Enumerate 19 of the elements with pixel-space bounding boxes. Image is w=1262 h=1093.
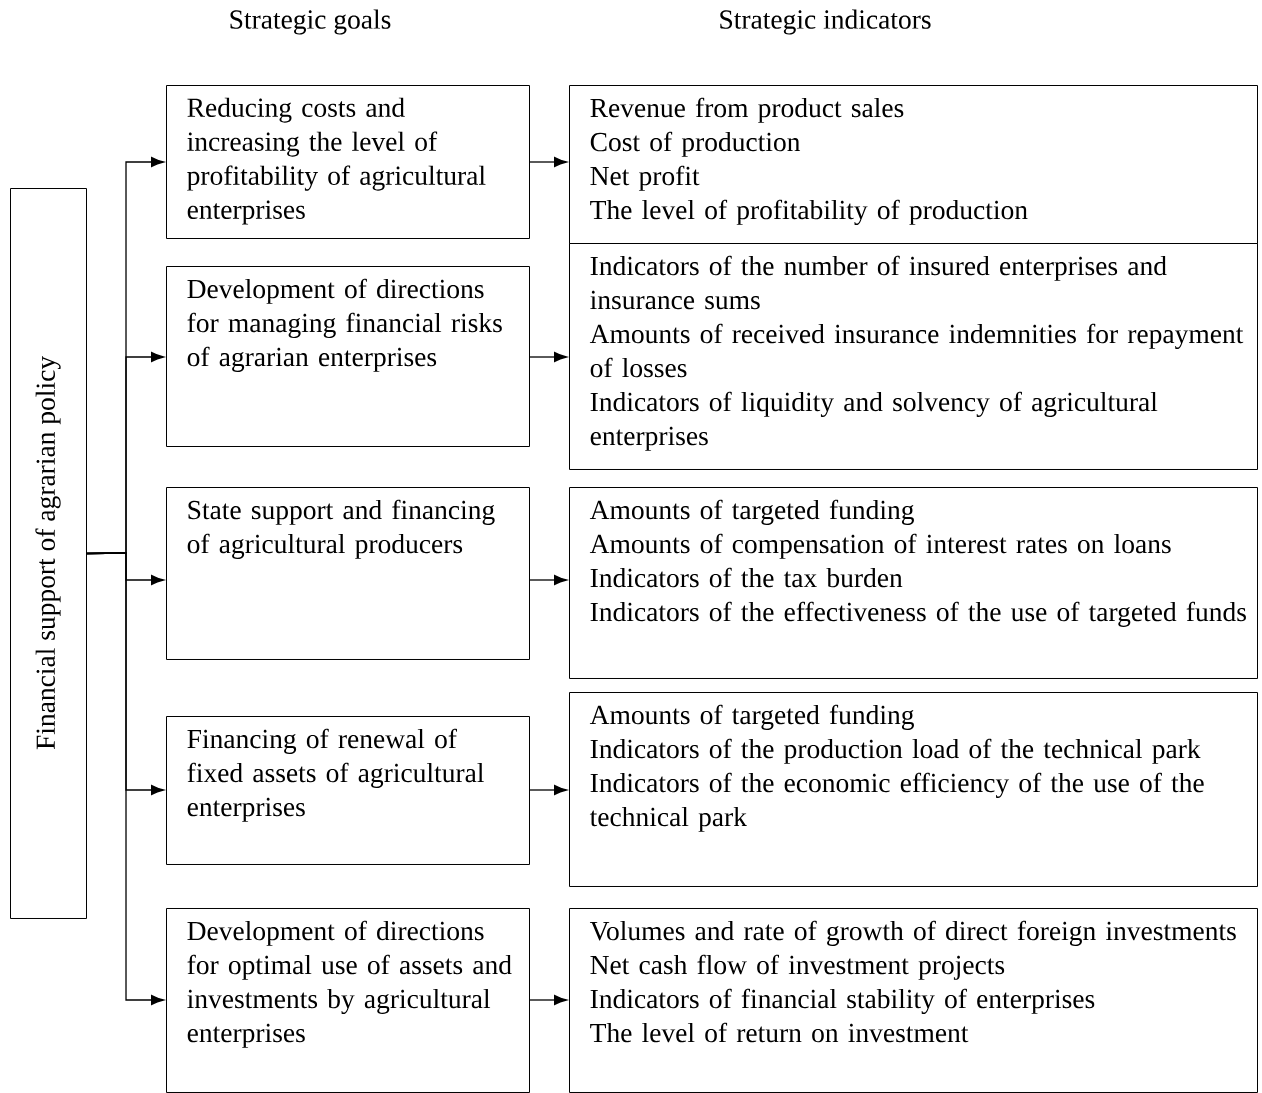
column-heading: Strategic indicators (720, 9, 931, 35)
column-heading: Strategic goals (230, 9, 391, 35)
goal-box: Development of directions for optimal use of assets and investments by agricultural enterprises (166, 908, 530, 1093)
indicator-box: Amounts of targeted funding Indicators of the production load of the technical park Indicators of the economic efficiency of the use of the technical park (569, 692, 1258, 887)
arrow (529, 574, 567, 586)
indicator-box: Revenue from product sales Cost of production Net profit The level of profitability of production (569, 85, 1258, 244)
indicator-box: Amounts of targeted funding Amounts of compensation of interest rates on loans Indicators of the tax burden Indicators of the effectiveness of the use of targeted funds (569, 487, 1258, 679)
arrow (529, 156, 567, 168)
arrow (529, 784, 567, 796)
goal-box: Reducing costs and increasing the level of profitability of agricultural enterprises (166, 85, 530, 239)
goal-box: State support and financing of agricultural producers (166, 487, 530, 660)
goal-box: Development of directions for managing financial risks of agrarian enterprises (166, 266, 530, 447)
arrow (86, 552, 164, 1006)
arrow (529, 994, 567, 1006)
arrow (529, 351, 567, 363)
indicator-box: Indicators of the number of insured enterprises and insurance sums Amounts of received insurance indemnities for repayment of losses Indicators of liquidity and solvency of agricultural enterprises (569, 243, 1258, 470)
box-label: Financial support of agrarian policy (10, 188, 87, 919)
indicator-box: Volumes and rate of growth of direct foreign investments Net cash flow of investment projects Indicators of financial stability of enterprises The level of return on investment (569, 908, 1258, 1093)
goal-box: Financing of renewal of fixed assets of agricultural enterprises (166, 716, 530, 865)
